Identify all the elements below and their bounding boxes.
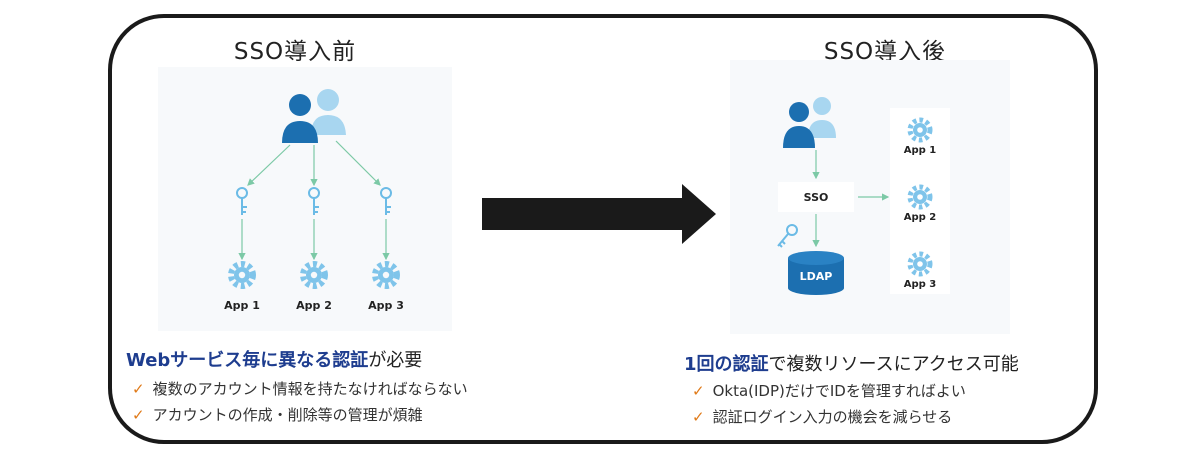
check-icon: ✓ (132, 380, 145, 398)
app-label: App 3 (368, 299, 404, 312)
after-caption-rest: で複数リソースにアクセス可能 (768, 354, 1019, 375)
app-label: App 1 (904, 145, 937, 156)
before-caption-rest: が必要 (368, 350, 423, 371)
database-icon (788, 251, 844, 295)
check-icon: ✓ (692, 408, 705, 426)
check-icon: ✓ (692, 382, 705, 400)
bullet-item: ✓ Okta(IDP)だけでIDを管理すればよい (692, 378, 966, 404)
connector-line (335, 140, 381, 186)
bullet-text: 複数のアカウント情報を持たなければならない (152, 380, 468, 398)
before-caption-highlight: Webサービス毎に異なる認証 (126, 350, 369, 371)
gear-icon (228, 261, 256, 289)
app-label: App 3 (904, 279, 937, 290)
sso-label: SSO (804, 191, 829, 204)
arrow-right-icon (482, 184, 716, 244)
key-icon (380, 187, 392, 215)
key-icon (308, 187, 320, 215)
bullet-text: Okta(IDP)だけでIDを管理すればよい (712, 382, 966, 400)
before-title: SSO導入前 (233, 39, 357, 65)
app-label: App 2 (904, 212, 937, 223)
before-diagram: App 1 App 2 App 3 (158, 67, 452, 331)
gear-icon (300, 261, 328, 289)
after-bullet-list: ✓ Okta(IDP)だけでIDを管理すればよい ✓ 認証ログイン入力の機会を減らせ… (692, 378, 966, 430)
after-caption: 1回の認証で複数リソースにアクセス可能 (684, 350, 1019, 376)
key-icon (236, 187, 248, 215)
gear-icon (907, 117, 933, 143)
key-icon (777, 224, 798, 248)
before-bullet-list: ✓ 複数のアカウント情報を持たなければならない ✓ アカウントの作成・削除等の管理が… (132, 376, 468, 428)
connector-line (247, 144, 291, 186)
users-icon (783, 97, 836, 148)
app-label: App 1 (224, 299, 260, 312)
ldap-label: LDAP (800, 270, 833, 283)
bullet-text: アカウントの作成・削除等の管理が煩雑 (152, 406, 423, 424)
gear-icon (907, 184, 933, 210)
before-diagram-svg: App 1 App 2 App 3 (224, 89, 404, 312)
after-caption-highlight: 1回の認証 (684, 354, 769, 375)
app-label: App 2 (296, 299, 332, 312)
outer-frame (108, 14, 1098, 444)
after-diagram-svg: SSO LDAP App 1 App 2 App 3 (777, 97, 950, 295)
after-diagram: SSO LDAP App 1 App 2 App 3 (730, 60, 1010, 334)
before-caption: Webサービス毎に異なる認証が必要 (126, 346, 422, 372)
bullet-item: ✓ アカウントの作成・削除等の管理が煩雑 (132, 402, 468, 428)
check-icon: ✓ (132, 406, 145, 424)
gear-icon (907, 251, 933, 277)
users-icon (282, 89, 346, 143)
sso-box (778, 182, 854, 212)
bullet-item: ✓ 複数のアカウント情報を持たなければならない (132, 376, 468, 402)
bullet-text: 認証ログイン入力の機会を減らせる (712, 408, 953, 426)
gear-icon (372, 261, 400, 289)
bullet-item: ✓ 認証ログイン入力の機会を減らせる (692, 404, 966, 430)
